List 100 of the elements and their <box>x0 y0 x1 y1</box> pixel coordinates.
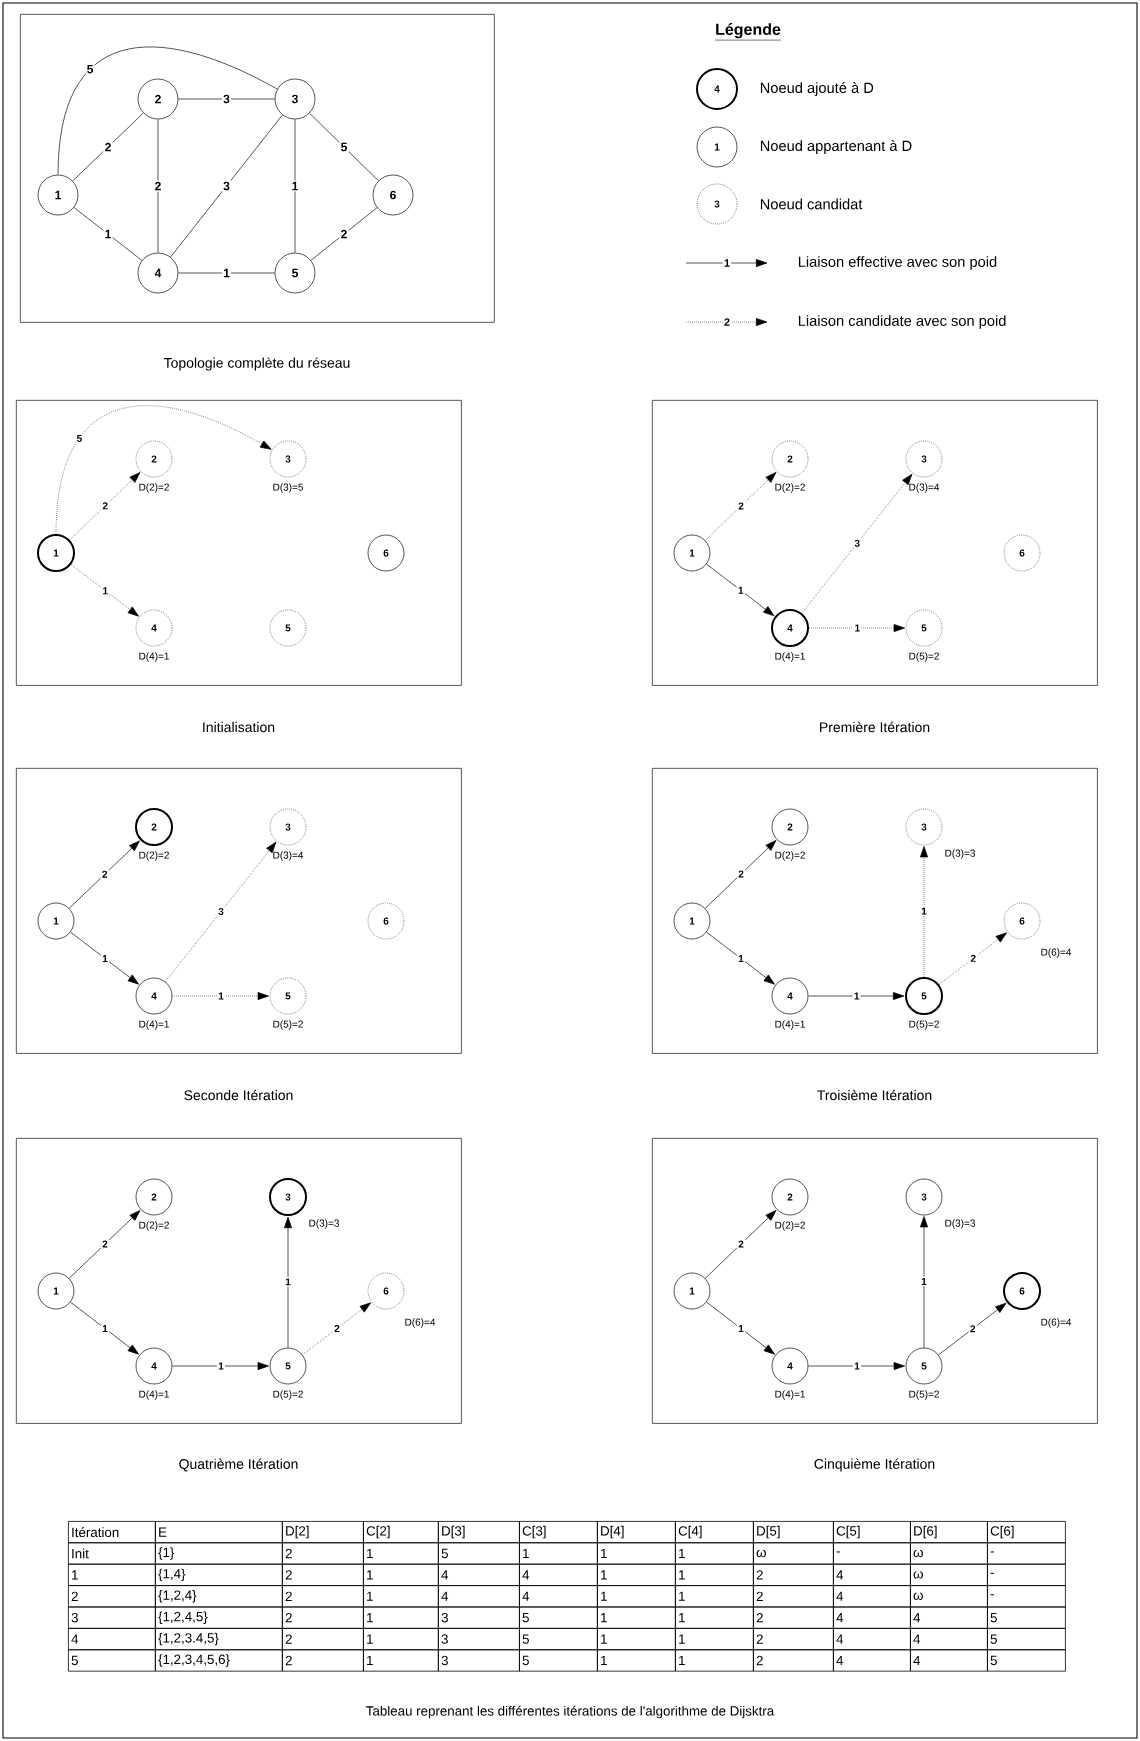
arrow <box>68 840 140 909</box>
table-cell: 4 <box>438 1585 520 1608</box>
arrow <box>704 1210 777 1279</box>
table-cell: 5 <box>438 1542 520 1565</box>
connector-line <box>72 112 144 182</box>
table-cell: - <box>833 1542 911 1565</box>
edge-label: 3 <box>221 180 232 192</box>
panel-caption: Quatrième Itération <box>179 1458 298 1472</box>
table-cell: 2 <box>753 1649 834 1672</box>
table-cell: C[5] <box>833 1521 911 1544</box>
table-cell: 2 <box>753 1628 834 1651</box>
arrow <box>706 931 775 985</box>
panel-caption: Seconde Itération <box>184 1089 293 1101</box>
arrow <box>704 472 777 541</box>
table-cell: {1,2,3,4,5,6} <box>155 1649 283 1672</box>
arrow <box>284 1216 292 1348</box>
connector-line <box>310 207 378 261</box>
table-cell: 5 <box>987 1649 1066 1672</box>
edge-label: 2 <box>153 180 163 192</box>
table-cell: 4 <box>519 1585 598 1608</box>
distance-label: D(5)=2 <box>273 1020 303 1030</box>
edge-label: 3 <box>216 906 226 917</box>
table-cell: 1 <box>363 1563 439 1586</box>
panel-caption: Initialisation <box>203 721 275 733</box>
table-cell: 1 <box>675 1649 754 1672</box>
table-cell: 4 <box>519 1563 598 1586</box>
table-cell: 2 <box>282 1585 364 1608</box>
table-cell: 1 <box>675 1585 754 1608</box>
panel-caption: Troisième Itération <box>817 1089 932 1101</box>
edge-label: 3 <box>853 538 862 549</box>
table-cell: 1 <box>519 1542 598 1565</box>
edge-label: 1 <box>736 585 745 596</box>
table-cell: 2 <box>282 1606 364 1629</box>
edge-label: 1 <box>221 267 232 279</box>
edge-label: 2 <box>332 1323 342 1334</box>
connector-line <box>73 207 143 261</box>
arrow <box>70 1301 139 1355</box>
table-cell: 1 <box>363 1628 439 1651</box>
table-cell: - <box>987 1563 1066 1586</box>
arrow <box>55 405 272 535</box>
table-cell: 4 <box>910 1628 988 1651</box>
edge-label: 1 <box>852 991 861 1001</box>
edge-label: 1 <box>283 1277 293 1287</box>
arrow <box>938 1302 1007 1356</box>
table-cell: 1 <box>675 1628 754 1651</box>
distance-label: D(4)=1 <box>775 1390 805 1400</box>
connector-line <box>157 119 159 253</box>
table-cell: 5 <box>987 1606 1066 1629</box>
table-cell: 4 <box>833 1606 911 1629</box>
edge-label: 1 <box>216 991 226 1001</box>
table-cell: ω <box>753 1542 834 1565</box>
connector-line <box>294 119 296 253</box>
table-cell: 4 <box>833 1585 911 1608</box>
table-cell: 5 <box>519 1606 598 1629</box>
arrow <box>172 1362 269 1370</box>
distance-label: D(2)=2 <box>139 483 169 493</box>
legend-text: Noeud appartenant à D <box>760 140 912 154</box>
arrow <box>938 932 1007 985</box>
table-cell: 5 <box>68 1649 156 1672</box>
arrow <box>69 472 141 541</box>
table-cell: {1,2,4,5} <box>155 1606 283 1629</box>
distance-label: D(3)=3 <box>309 1219 339 1229</box>
legend-text: Liaison candidate avec son poid <box>798 315 1006 329</box>
table-cell: 1 <box>675 1563 754 1586</box>
panel-caption: Cinquième Itération <box>814 1458 935 1472</box>
table-cell: 1 <box>597 1628 676 1651</box>
table-cell: 1 <box>597 1563 676 1586</box>
connector-line <box>57 46 278 175</box>
arrow <box>704 840 777 909</box>
edge-label: 2 <box>101 500 110 511</box>
table-cell: ω <box>910 1563 988 1586</box>
table-cell: 1 <box>597 1542 676 1565</box>
arrow <box>172 992 269 1000</box>
distance-label: D(6)=4 <box>405 1318 436 1328</box>
arrow <box>302 1302 371 1356</box>
table-cell: 1 <box>597 1585 676 1608</box>
table-cell: 4 <box>833 1628 911 1651</box>
table-cell: C[2] <box>363 1521 439 1544</box>
distance-label: D(2)=2 <box>139 851 169 861</box>
edge-label: 3 <box>221 93 232 105</box>
connector-line <box>178 98 275 100</box>
table-cell: 4 <box>438 1563 520 1586</box>
edge-label: 1 <box>100 1323 110 1334</box>
distance-label: D(5)=2 <box>273 1390 303 1400</box>
edge-label: 2 <box>100 869 109 880</box>
table-cell: 4 <box>833 1649 911 1672</box>
table-cell: C[3] <box>519 1521 598 1544</box>
arrow <box>165 841 277 982</box>
table-cell: {1,2,3.4,5} <box>155 1628 283 1651</box>
edge-label: 2 <box>736 1239 746 1249</box>
table-cell: 4 <box>910 1606 988 1629</box>
table-cell: 4 <box>68 1628 156 1651</box>
table-cell: 1 <box>675 1606 754 1629</box>
table-cell: 1 <box>597 1649 676 1672</box>
table-cell: E <box>155 1521 283 1544</box>
table-cell: D[5] <box>753 1521 834 1544</box>
edge-label: 2 <box>736 501 746 511</box>
arrow <box>70 931 139 985</box>
edge-label: 2 <box>339 228 349 240</box>
table-cell: - <box>987 1542 1066 1565</box>
